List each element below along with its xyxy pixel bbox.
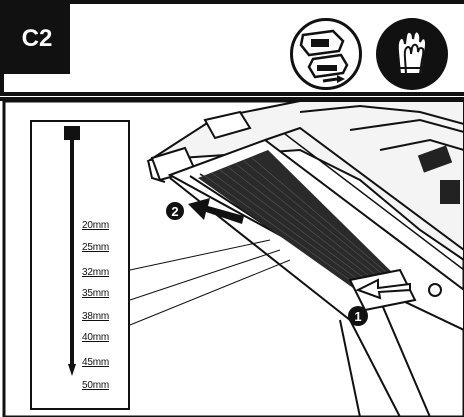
nail-size-20: 20mm (82, 220, 109, 231)
header-divider (0, 97, 464, 101)
gloves-icon (376, 18, 448, 90)
nail-size-38: 38mm (82, 311, 109, 322)
nail-size-32: 32mm (82, 267, 109, 278)
step-1-arrow-icon (356, 278, 411, 300)
nail-size-50: 50mm (82, 380, 109, 391)
step-2-badge: 2 (166, 202, 184, 220)
battery-removal-icon (290, 18, 362, 90)
step-2-arrow-icon (188, 198, 244, 224)
nail-size-legend (30, 120, 130, 410)
nailer-magazine-illustration (2, 101, 464, 417)
nail-size-25: 25mm (82, 242, 109, 253)
nail-size-35: 35mm (82, 288, 109, 299)
step-label: C2 (4, 4, 70, 74)
nail-size-45: 45mm (82, 357, 109, 368)
nail-icon (64, 126, 80, 376)
nail-size-40: 40mm (82, 332, 109, 343)
step-1-badge: 1 (348, 306, 368, 326)
